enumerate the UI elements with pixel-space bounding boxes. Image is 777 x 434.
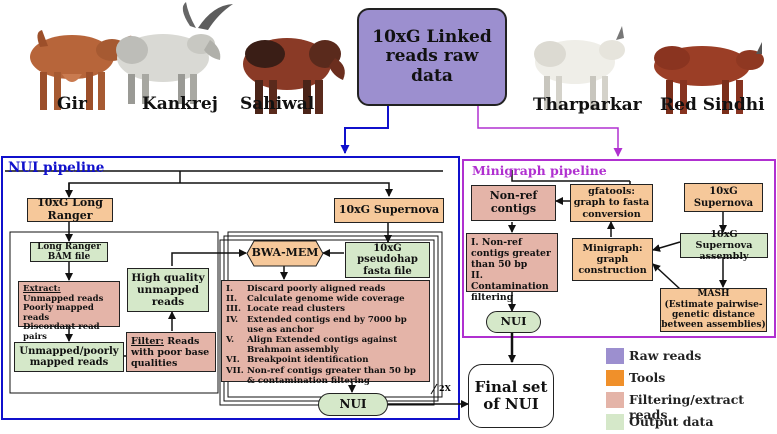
- legend-swatch-raw-reads: [606, 348, 624, 364]
- legend-swatch-filtering: [606, 392, 624, 408]
- step-item: III.Locate read clusters: [226, 304, 345, 315]
- repeat-2x-label: 2X: [439, 383, 451, 393]
- tharparkar-cow-image: [534, 26, 625, 110]
- bwa-mem-label: BWA-MEM: [251, 246, 319, 260]
- step-item: V.Align Extended contigs against Brahman…: [226, 335, 398, 356]
- unmapped-poorly-mapped-box: Unmapped/poorly mapped reads: [14, 342, 124, 372]
- nui-output-box: NUI: [318, 393, 388, 416]
- kankrej-cow-image: [116, 2, 233, 104]
- filter-box: Filter: Reads with poor base qualities: [126, 332, 216, 372]
- nui-pipeline-title: NUI pipeline: [8, 160, 105, 176]
- extract-item: Unmapped reads: [23, 293, 104, 304]
- step-item: VI.Breakpoint identification: [226, 355, 369, 366]
- legend-label-output: Output data: [629, 414, 714, 429]
- pseudohap-fasta-box: 10xG pseudohap fasta file: [345, 242, 430, 278]
- breed-label-kankrej: Kankrej: [142, 94, 218, 114]
- mash-title: MASH: [697, 289, 730, 300]
- long-ranger-tool-box: 10xG Long Ranger: [27, 197, 113, 222]
- extract-title: Extract:: [23, 284, 61, 294]
- nonref-contigs-box: Non-ref contigs: [471, 185, 556, 221]
- filter-text: Reads with poor base qualities: [131, 336, 210, 369]
- high-quality-unmapped-box: High quality unmapped reads: [127, 268, 209, 312]
- minigraph-pipeline-title: Minigraph pipeline: [472, 163, 607, 178]
- sahiwal-cow-image: [243, 38, 345, 114]
- raw-to-minigraph-arrow: [477, 106, 623, 157]
- minigraph-pipeline-frame: [462, 159, 776, 338]
- mash-text: (Estimate pairwise-genetic distance betw…: [661, 299, 766, 331]
- extract-item: Discordant read pairs: [23, 322, 100, 342]
- breed-label-tharparkar: Tharparkar: [533, 95, 642, 115]
- filter-title: Filter:: [131, 336, 164, 347]
- step-item: IV.Extended contigs end by 7000 bp use a…: [226, 314, 407, 335]
- mini-filter-box: I. Non-ref contigs greater than 50 bp II…: [466, 233, 558, 303]
- legend-label-raw-reads: Raw reads: [629, 348, 702, 363]
- long-ranger-bam-box: Long Ranger BAM file: [30, 242, 108, 262]
- mini-supernova-assembly-box: 10xG Supernova assembly: [680, 229, 768, 262]
- mini-nui-output-box: NUI: [486, 311, 541, 333]
- extract-item: Poorly mapped reads: [23, 303, 94, 323]
- raw-reads-box: 10xG Linked reads raw data: [357, 8, 507, 106]
- breed-label-red-sindhi: Red Sindhi: [660, 95, 765, 115]
- breed-label-gir: Gir: [57, 94, 87, 114]
- mini-filter-line: II. Contamination filtering: [471, 270, 549, 303]
- legend-label-filtering: Filtering/extract reads: [629, 392, 745, 422]
- supernova-steps-box: I.Discard poorly aligned reads II.Calcul…: [221, 280, 430, 386]
- legend-swatch-output: [606, 414, 624, 430]
- step-item: VII.Non-ref contigs greater than 50 bp &…: [226, 365, 416, 386]
- legend-label-tools: Tools: [629, 370, 666, 385]
- nui-pipeline-frame: [1, 156, 460, 420]
- final-nui-box: Final set of NUI: [468, 364, 554, 428]
- mini-supernova-tool-box: 10xG Supernova: [684, 183, 763, 212]
- mini-filter-line: I. Non-ref contigs greater than 50 bp: [471, 237, 551, 270]
- minigraph-tool-box: Minigraph: graph construction: [572, 238, 653, 281]
- breed-label-sahiwal: Sahiwal: [240, 94, 315, 114]
- red-sindhi-cow-image: [654, 42, 764, 114]
- supernova-tool-box: 10xG Supernova: [334, 198, 444, 223]
- raw-to-nui-arrow: [340, 106, 389, 154]
- legend-swatch-tools: [606, 370, 624, 386]
- mash-tool-box: MASH (Estimate pairwise-genetic distance…: [660, 288, 767, 332]
- step-item: II.Calculate genome wide coverage: [226, 294, 405, 305]
- step-item: I.Discard poorly aligned reads: [226, 284, 386, 294]
- gfatools-box: gfatools: graph to fasta conversion: [570, 184, 653, 222]
- bwa-mem-tool-box: [246, 240, 324, 267]
- extract-box: Extract: Unmapped reads Poorly mapped re…: [18, 281, 120, 342]
